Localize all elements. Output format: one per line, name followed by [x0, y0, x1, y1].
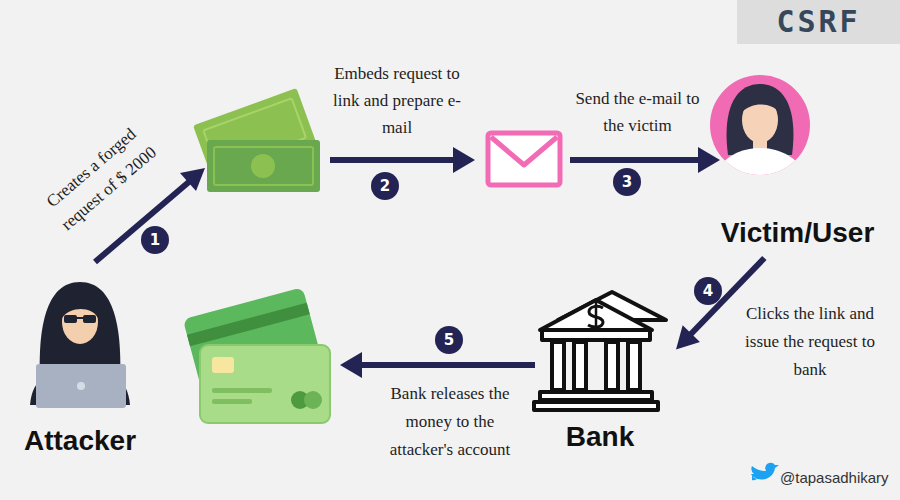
step-description: Embeds request to link and prepare e-mai… [322, 60, 472, 141]
callout-number: 4 [694, 277, 722, 305]
email-envelope [488, 133, 560, 185]
callout-number: 2 [371, 172, 399, 200]
actor-node: Bank [528, 288, 672, 454]
actor-label: Victim/User [721, 216, 875, 250]
callout-number: 3 [613, 168, 641, 196]
actor-label: Attacker [24, 424, 136, 458]
title-panel [737, 0, 900, 44]
step-description: Bank releases the money to the attacker'… [375, 380, 525, 464]
author-handle: @tapasadhikary [780, 469, 889, 486]
callout-number: 1 [141, 226, 169, 254]
arrow-head [676, 325, 700, 349]
cards-illustration [183, 287, 330, 423]
bank-icon [534, 292, 666, 410]
flow-arrows [95, 147, 720, 378]
step-description: Send the e-mail to the victim [565, 85, 710, 139]
twitter-bird [751, 463, 779, 481]
victim-avatar [710, 75, 810, 185]
actor-label: Bank [566, 420, 634, 454]
diagram-title: CSRF [737, 0, 900, 44]
arrow-line [689, 258, 765, 336]
money-illustration [193, 88, 320, 192]
actor-node: Attacker [5, 280, 155, 458]
actor-node: Victim/User [700, 68, 895, 250]
attacker-figure [30, 282, 130, 408]
step-description: Clicks the link and issue the request to… [735, 300, 885, 384]
callout-number: 5 [435, 326, 463, 354]
